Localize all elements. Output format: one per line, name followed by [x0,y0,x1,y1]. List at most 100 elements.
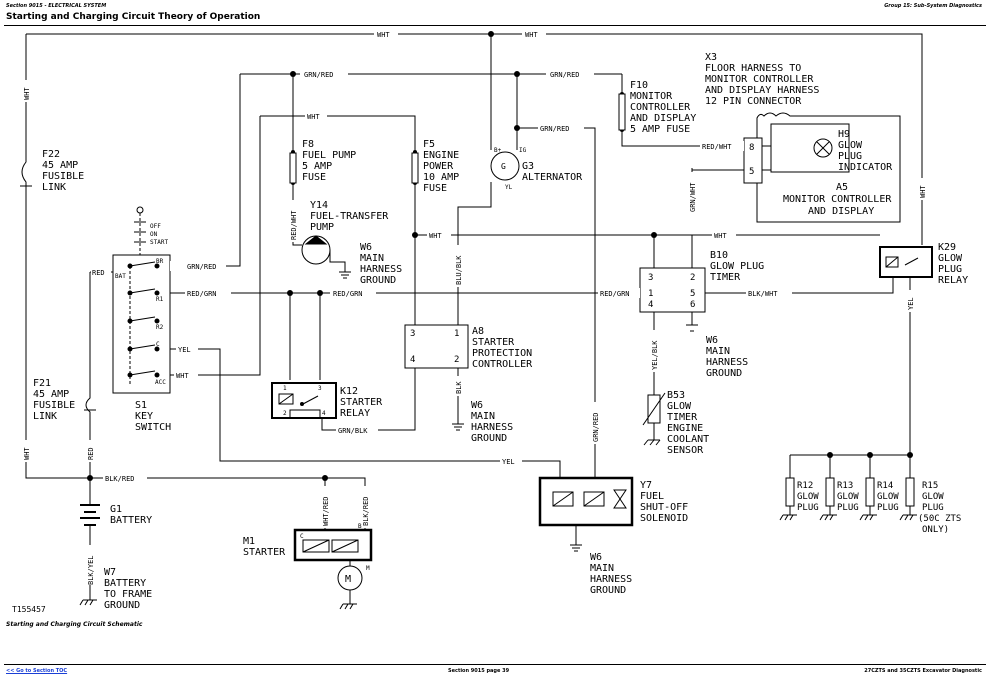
k12-pin-3: 3 [318,385,322,392]
wire-label-yel-c: YEL [178,346,191,354]
controller-a8 [404,324,469,369]
b10-pin-1: 1 [648,289,653,299]
b10-pin-3: 3 [648,273,653,283]
f21-label-2: FUSIBLE [33,400,75,411]
f5-label-4: FUSE [423,183,447,194]
wire-label-wht-f5: WHT [307,113,320,121]
b10-label-0: B10 [710,250,728,261]
w6b-label-1: MAIN [471,411,495,422]
f8-label-2: 5 AMP [302,161,332,172]
b53-label-1: GLOW [667,401,692,412]
w6c-label-3: GROUND [706,368,742,379]
f10-label-1: MONITOR [630,91,673,102]
h9-label-0: H9 [838,129,850,140]
w6c-label-2: HARNESS [706,357,748,368]
w7-label-3: GROUND [104,600,140,611]
wire-label-yel-k29: YEL [907,297,915,310]
g1-label-1: BATTERY [110,515,152,526]
wire-label-grn-blk: GRN/BLK [338,427,368,435]
g3-term-ig: IG [519,147,527,154]
f8-label-3: FUSE [302,172,326,183]
f22-label-1: 45 AMP [42,160,78,171]
fuse-f10 [618,93,626,131]
r12-label-1: GLOW [797,492,819,502]
x3-label-1: FLOOR HARNESS TO [705,63,801,74]
b10-label-2: TIMER [710,272,741,283]
r13-label-2: PLUG [837,503,859,513]
relay-k29 [879,246,933,278]
footer-rule [4,664,986,665]
r14-label-1: GLOW [877,492,899,502]
wire-label-wht-left: WHT [23,87,31,100]
a5-label-2: AND DISPLAY [808,206,874,217]
pump-y14 [301,235,346,272]
s1-term-acc: ACC [155,379,166,386]
s1-label-1: KEY [135,411,153,422]
f8-label-1: FUEL PUMP [302,150,356,161]
b10-label-1: GLOW PLUG [710,261,764,272]
s1-pos-off: OFF [150,223,161,230]
r12-ground-symbol [779,514,798,521]
w6a-label-2: HARNESS [360,264,402,275]
s1-pos-on: ON [150,231,158,238]
w6b-label-0: W6 [471,400,483,411]
b53-label-0: B53 [667,390,685,401]
r12-label-2: PLUG [797,503,819,513]
r15-ground-symbol [899,514,918,521]
toc-link[interactable]: << Go to Section TOC [6,668,68,674]
g1-label-0: G1 [110,504,122,515]
fusible-link-f21 [84,393,96,416]
k12-pin-2: 2 [283,410,287,417]
w6d-label-0: W6 [590,552,602,563]
b10-pin-6: 6 [690,300,695,310]
g3-label-0: G3 [522,161,534,172]
fuse-f8 [289,152,297,184]
y7-label-2: SHUT-OFF [640,502,688,513]
h9-label-2: PLUG [838,151,862,162]
s1-label-0: S1 [135,400,147,411]
y14-ground-symbol [338,271,352,279]
a5-label-0: A5 [836,182,848,193]
wire-label-blk-a8: BLK [455,381,463,394]
wire-label-red-grn-3: RED/GRN [600,290,630,298]
header-group: Group 15: Sub-System Diagnostics [884,3,982,9]
m1-term-b: B [358,523,362,530]
y7-label-3: SOLENOID [640,513,688,524]
b10-pin-5: 5 [690,289,695,299]
relay-k12 [271,382,337,419]
w7-label-0: W7 [104,567,116,578]
h9-label-3: INDICATOR [838,162,893,173]
f5-label-2: POWER [423,161,454,172]
wire-label-grn-wht: GRN/WHT [689,182,697,212]
wire-label-red-wht-y14: RED/WHT [290,210,298,240]
a8-ground-symbol [451,423,465,431]
wire-label-blu-blk: BLU/BLK [455,255,463,285]
s1-pos-start: START [150,239,168,246]
b10-pin-2: 2 [690,273,695,283]
w6c-label-0: W6 [706,335,718,346]
s1-term-c: C [156,341,160,348]
w6a-label-0: W6 [360,242,372,253]
x3-pin-5: 5 [749,167,754,177]
x3-label-0: X3 [705,52,717,63]
a8-label-1: STARTER [472,337,515,348]
b10-pin-4: 4 [648,300,653,310]
b53-label-4: COOLANT [667,434,709,445]
f5-label-0: F5 [423,139,435,150]
w6c-label-1: MAIN [706,346,730,357]
g3-term-g: G [501,162,506,171]
r15-label-1: GLOW [922,492,944,502]
wire-label-red-grn-2: RED/GRN [333,290,363,298]
w6a-label-3: GROUND [360,275,396,286]
wire-label-blk-yel: BLK/YEL [87,555,95,585]
b53-label-3: ENGINE [667,423,703,434]
wire-label-wht-bus: WHT [429,232,442,240]
k29-label-1: GLOW [938,253,963,264]
m1-term-c: C [300,533,304,540]
s1-term-bat: BAT [115,273,126,280]
starter-ground-symbol [339,603,358,610]
y7-ground-symbol [569,544,583,552]
k12-label-0: K12 [340,386,358,397]
w6a-label-1: MAIN [360,253,384,264]
k29-label-3: RELAY [938,275,968,286]
